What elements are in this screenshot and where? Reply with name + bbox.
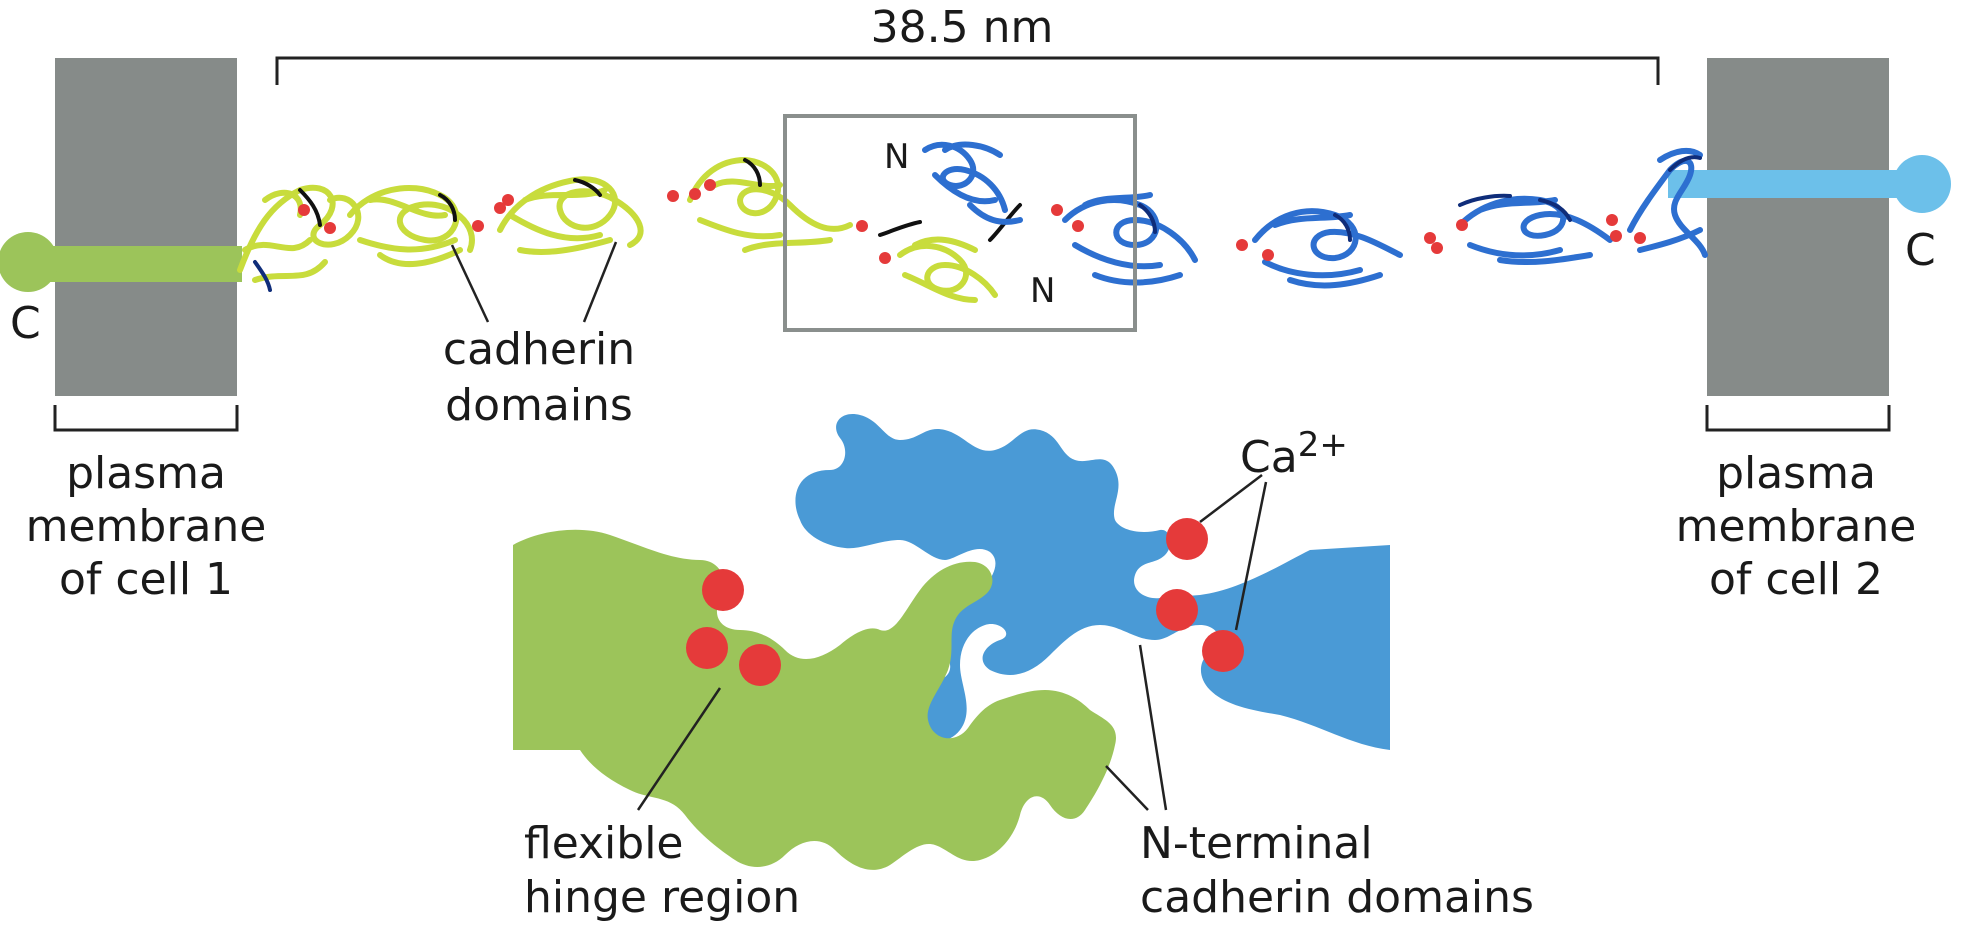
membrane-1-line3: of cell 1 — [59, 554, 233, 605]
ca-dot — [1431, 242, 1443, 254]
pointer-line — [1138, 644, 1168, 811]
ca-dot — [879, 252, 891, 264]
cadherin-domains-label-line1: cadherin — [443, 324, 635, 375]
ca-dot — [502, 194, 514, 206]
cell-1-cadherin-ribbon — [237, 157, 998, 303]
ca-dot — [324, 222, 336, 234]
cadherin-domains-callout: cadherin domains — [443, 241, 635, 431]
tail-knob-1 — [0, 232, 58, 292]
membrane-1-line2: membrane — [26, 501, 267, 552]
ca-ion-3 — [739, 644, 781, 686]
membrane-2-line2: membrane — [1676, 501, 1917, 552]
ca-dot — [1424, 232, 1436, 244]
pointer-line — [1199, 474, 1263, 523]
membrane-2-line1: plasma — [1716, 448, 1876, 499]
cell-1-ribbon-shadows — [298, 158, 1022, 242]
ca-ion-4 — [1166, 518, 1208, 560]
cell-1-tail — [0, 232, 242, 292]
calcium-ions-schematic — [686, 518, 1244, 686]
plasma-membrane-cell-1 — [55, 58, 237, 396]
membrane-cell-2-label: plasma membrane of cell 2 — [1676, 448, 1917, 605]
scale-bar: 38.5 nm — [275, 2, 1660, 85]
membrane-2-line3: of cell 2 — [1709, 554, 1883, 605]
pointer-line — [1105, 765, 1149, 811]
ca-dot — [1634, 232, 1646, 244]
pointer-line — [450, 244, 490, 323]
ca-dot — [1072, 220, 1084, 232]
highlight-box — [783, 114, 1137, 332]
hinge-label-line2: hinge region — [524, 872, 800, 923]
schematic-green-domain — [513, 529, 1116, 870]
ca-dot — [689, 188, 701, 200]
ca-dot — [667, 190, 679, 202]
ca-ion-5 — [1156, 589, 1198, 631]
cadherin-domains-label-line2: domains — [445, 380, 633, 431]
ca-dot — [494, 202, 506, 214]
membrane-cell-1-label: plasma membrane of cell 1 — [26, 448, 267, 605]
ca-dot — [298, 204, 310, 216]
ca-dot — [1606, 214, 1618, 226]
scale-bracket — [275, 56, 1660, 85]
tail-knob-2 — [1893, 155, 1951, 213]
scale-label: 38.5 nm — [871, 2, 1054, 53]
calcium-label: Ca2+ — [1240, 425, 1348, 483]
ca-dot — [1610, 230, 1622, 242]
hinge-callout: flexible hinge region — [524, 687, 800, 923]
ca-dot — [1051, 204, 1063, 216]
ca-ion-6 — [1202, 630, 1244, 672]
ca-dot — [856, 220, 868, 232]
pointer-line — [582, 241, 618, 323]
membrane-1-bracket — [53, 405, 239, 432]
ca-ion-1 — [702, 569, 744, 611]
n-terminal-callout: N-terminal cadherin domains — [1105, 644, 1534, 923]
n-terminal-label-line1: N-terminal — [1140, 818, 1373, 869]
membrane-2-bracket — [1705, 405, 1891, 432]
ca-dot — [472, 220, 484, 232]
pointer-line — [636, 687, 722, 811]
calcium-callout: Ca2+ — [1199, 425, 1348, 631]
ca-dot — [1456, 219, 1468, 231]
n-terminal-label-bottom: N — [1030, 271, 1055, 311]
c-terminal-label-left: C — [10, 298, 41, 349]
cell-2-tail — [1668, 155, 1951, 213]
ca-ion-2 — [686, 627, 728, 669]
n-terminal-label-top: N — [884, 137, 909, 177]
cell-2-cadherin-ribbon — [922, 141, 1708, 289]
hinge-label-line1: flexible — [524, 818, 684, 869]
schematic-blue-domain — [795, 414, 1390, 750]
ca-dot — [1236, 239, 1248, 251]
n-terminal-label-line2: cadherin domains — [1140, 872, 1534, 923]
ca-dot — [704, 179, 716, 191]
pointer-line — [1234, 481, 1268, 631]
schematic-closeup — [513, 414, 1390, 870]
ca-dot — [1262, 249, 1274, 261]
plasma-membrane-cell-2 — [1707, 58, 1889, 396]
membrane-1-line1: plasma — [66, 448, 226, 499]
calcium-ions-ribbon — [298, 179, 1646, 264]
cell-2-ribbon-shadows — [253, 155, 1702, 292]
c-terminal-label-right: C — [1905, 225, 1936, 276]
